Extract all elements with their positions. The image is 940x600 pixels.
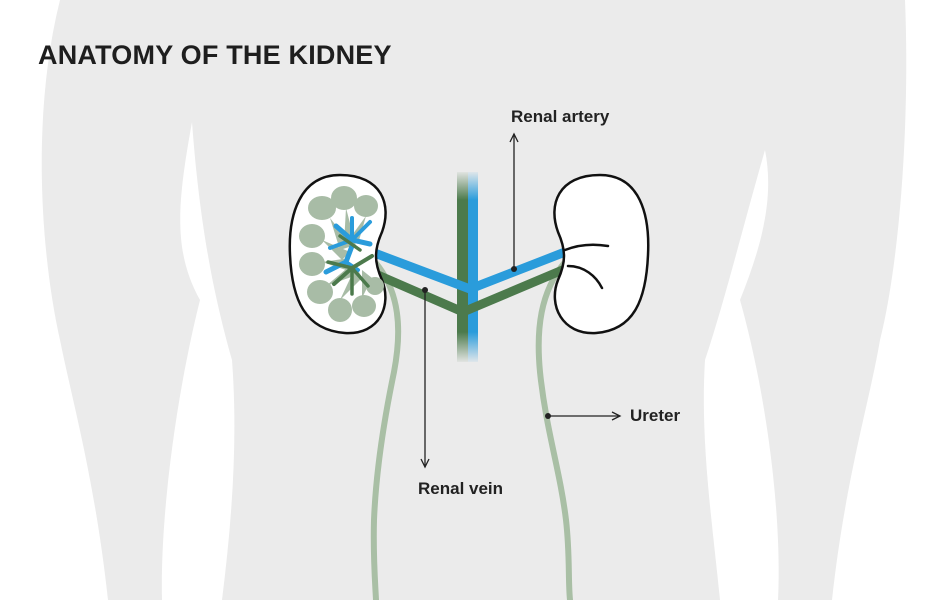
renal-artery-arrowhead — [509, 132, 519, 143]
renal-vein-arrowhead — [420, 458, 430, 469]
vessel-fade-bottom — [450, 332, 490, 364]
renal-pelvis-curve-upper — [563, 243, 610, 252]
right-kidney — [553, 173, 650, 335]
left-kidney-cross-section — [288, 173, 387, 335]
renal-pelvis-curve-lower — [566, 264, 604, 290]
renal-vein-label: Renal vein — [418, 479, 504, 498]
left-kidney-vessels — [323, 216, 374, 296]
ureter-arrowhead — [611, 411, 622, 421]
aorta — [468, 172, 478, 362]
ureter-label: Ureter — [630, 406, 681, 425]
right-ureter — [535, 259, 573, 600]
renal-artery-label: Renal artery — [511, 107, 610, 126]
renal-vein — [346, 257, 574, 317]
leader-lines — [420, 132, 622, 469]
vessel-fade-top — [450, 170, 490, 200]
diagram-title: ANATOMY OF THE KIDNEY — [38, 40, 392, 70]
inferior-vena-cava — [457, 172, 468, 362]
right-kidney-outline — [553, 173, 650, 335]
left-ureter — [370, 259, 402, 600]
renal-artery — [338, 235, 567, 294]
leader-dots — [422, 266, 551, 419]
